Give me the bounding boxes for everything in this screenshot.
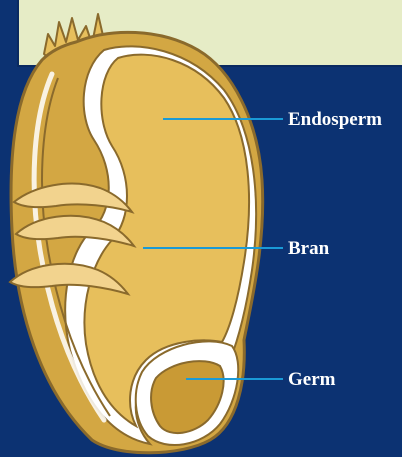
label-bran: Bran	[288, 239, 329, 258]
label-endosperm: Endosperm	[288, 110, 382, 129]
label-germ: Germ	[288, 370, 335, 389]
